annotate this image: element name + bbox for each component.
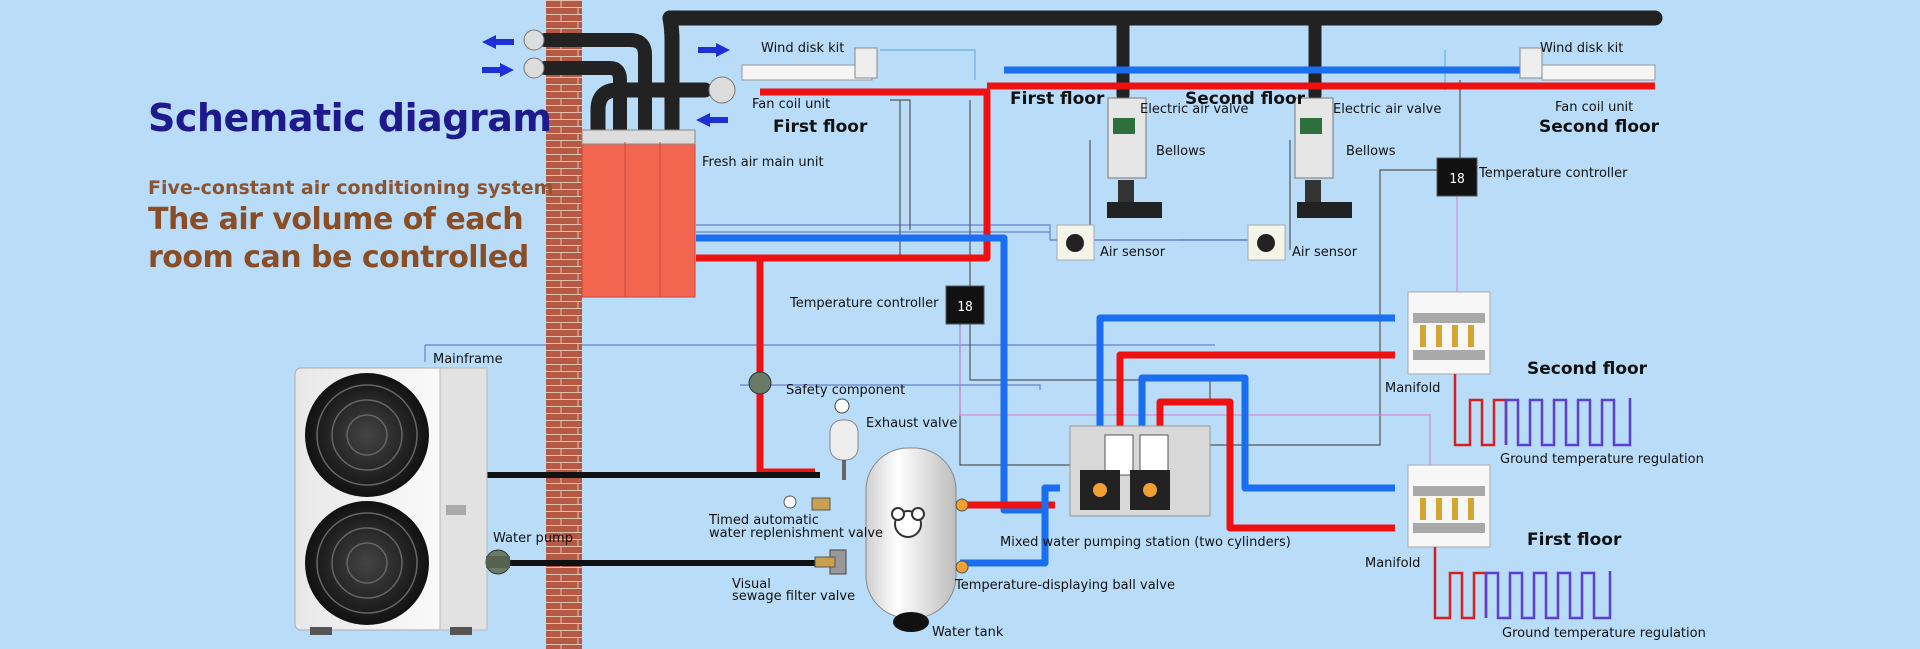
manifold-bottom [1407, 464, 1491, 548]
signal-wires [424, 49, 1461, 470]
label-ground-temp-bottom: Ground temperature regulation [1502, 626, 1706, 641]
label-wind-disk-kit-left: Wind disk kit [761, 41, 845, 56]
mixed-water-pumping-station [1069, 425, 1211, 517]
air-ducts [538, 10, 1663, 138]
tagline-line1: The air volume of each [148, 202, 524, 237]
label-fan-coil-unit-left: Fan coil unit [752, 97, 831, 112]
page-title: Schematic diagram [148, 96, 552, 140]
label-bellows-2: Bellows [1346, 144, 1396, 159]
label-temperature-controller-mid: Temperature controller [790, 296, 939, 311]
safety-component-icon [748, 371, 772, 395]
filter-valve [814, 549, 847, 575]
airflow-arrows [482, 35, 730, 127]
label-manifold-bottom: Manifold [1365, 556, 1421, 571]
label-exhaust-valve: Exhaust valve [866, 416, 958, 431]
mainframe-outdoor-unit [294, 367, 488, 635]
label-water-pump: Water pump [493, 531, 573, 546]
label-fresh-air-main-unit: Fresh air main unit [702, 155, 824, 170]
fan-coil-unit-left [741, 47, 878, 81]
label-mixed-water-station: Mixed water pumping station (two cylinde… [1000, 535, 1291, 550]
water-tank [865, 447, 957, 632]
label-temperature-ball-valve: Temperature-displaying ball valve [955, 578, 1175, 593]
svg-text:18: 18 [1449, 172, 1465, 187]
fan-coil-unit-right [1519, 47, 1656, 81]
label-first-floor-left: First floor [773, 117, 868, 137]
label-first-floor-heating: First floor [1527, 530, 1622, 550]
label-electric-air-valve-2: Electric air valve [1333, 102, 1442, 117]
temperature-controller-mid: 18 [945, 285, 985, 325]
mainframe-pipes [480, 472, 830, 566]
label-timed-replenish-line1: Timed automatic [709, 513, 819, 528]
label-temperature-controller-top: Temperature controller [1479, 166, 1628, 181]
air-sensor-2 [1247, 224, 1286, 261]
label-first-floor-center: First floor [1010, 89, 1105, 109]
label-manifold-top: Manifold [1385, 381, 1441, 396]
label-second-floor-heating: Second floor [1527, 359, 1648, 379]
label-second-floor-center: Second floor [1185, 89, 1306, 109]
label-visual-filter-line2: sewage filter valve [732, 589, 856, 604]
electric-air-valve-2 [1294, 97, 1352, 218]
temperature-controller-top: 18 [1436, 157, 1478, 197]
tagline-line2: room can be controlled [148, 240, 529, 275]
expansion-tank [829, 398, 859, 480]
label-wind-disk-kit-right: Wind disk kit [1540, 41, 1624, 56]
floor-heating-coil-bottom [1433, 547, 1612, 620]
replenish-valve [783, 495, 831, 511]
label-bellows-1: Bellows [1156, 144, 1206, 159]
label-safety-component: Safety component [786, 383, 906, 398]
label-electric-air-valve-1: Electric air valve [1140, 102, 1249, 117]
manifold-top [1407, 291, 1491, 375]
svg-text:18: 18 [957, 300, 973, 315]
label-water-tank: Water tank [932, 625, 1004, 640]
label-air-sensor-2: Air sensor [1292, 245, 1358, 260]
label-second-floor-right: Second floor [1539, 117, 1660, 137]
label-fan-coil-unit-right: Fan coil unit [1555, 100, 1634, 115]
floor-heating-coil-top [1453, 374, 1632, 447]
electric-air-valve-1 [1107, 97, 1162, 218]
ball-valve-bottom-icon [955, 560, 969, 574]
label-timed-replenish-line2: water replenishment valve [709, 526, 884, 541]
label-visual-filter-line1: Visual [732, 577, 771, 592]
label-mainframe: Mainframe [433, 352, 503, 367]
page-subtitle: Five-constant air conditioning system [148, 177, 554, 199]
duct-vents [523, 29, 736, 104]
label-air-sensor-1: Air sensor [1100, 245, 1166, 260]
label-ground-temp-top: Ground temperature regulation [1500, 452, 1704, 467]
air-sensor-1 [1056, 224, 1095, 261]
fresh-air-main-unit [581, 129, 696, 298]
water-pipes [696, 66, 1655, 567]
brick-wall [546, 0, 582, 649]
water-pump [485, 549, 511, 575]
ball-valve-top-icon [955, 498, 969, 512]
